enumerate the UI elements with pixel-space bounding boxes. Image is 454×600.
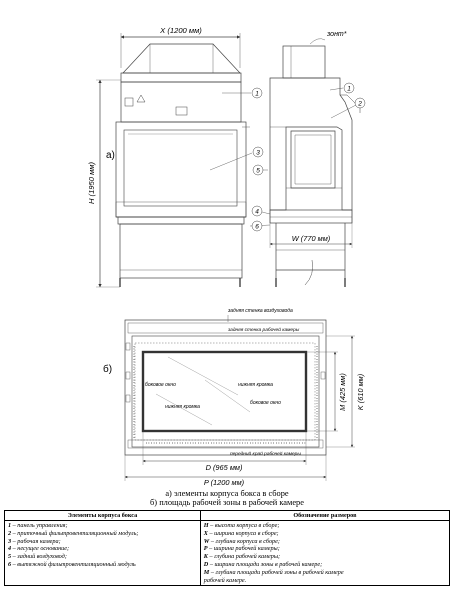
umbrella-label: зонт* — [326, 31, 347, 38]
dim-k-label: K (610 мм) — [356, 373, 365, 410]
technical-drawing: X (1200 мм) H (1950 мм) а) — [87, 26, 366, 487]
element-item: 5 – задний воздуховод; — [8, 553, 197, 561]
dimension-text: – высота корпуса в сборе; — [208, 522, 280, 529]
label-a: а) — [106, 150, 115, 161]
label-b: б) — [103, 363, 112, 375]
element-key: 4 — [8, 545, 12, 553]
dimension-key: X — [203, 529, 208, 537]
callout-1-side: 1 — [347, 86, 351, 93]
element-text: – несущее основание; — [11, 545, 70, 553]
callout-3: 3 — [256, 150, 260, 157]
element-text: – вытяжной фильтровентиляционный модуль — [11, 560, 136, 568]
caption-line-1: а) элементы корпуса бокса в сборе — [165, 489, 289, 498]
legend-dimensions-cell: H – высота корпуса в сборе;X – ширина ко… — [199, 519, 451, 587]
side-window-left-label: боковое окно — [145, 382, 176, 388]
element-item: 1 – панель управления; — [8, 522, 197, 530]
legend-body-row: 1 – панель управления;2 – приточный филь… — [4, 519, 451, 587]
dim-p-label: P (1200 мм) — [204, 478, 245, 487]
dimension-text: рабочей камере. — [203, 576, 247, 584]
callout-2: 2 — [357, 101, 362, 108]
dimension-item: H – высота корпуса в сборе; — [204, 522, 446, 530]
dimension-text: – глубина корпуса в сборе; — [209, 537, 280, 545]
element-key: 2 — [8, 529, 12, 537]
element-text: – приточный фильтровентиляционный модуль… — [11, 529, 139, 537]
callout-4: 4 — [255, 209, 259, 216]
dimension-key: H — [203, 522, 209, 529]
callout-1-front: 1 — [255, 91, 259, 98]
dimension-text: – ширина корпуса в сборе; — [207, 529, 279, 537]
side-window-right-label: боковое окно — [250, 400, 281, 406]
dimension-item: D – ширина площади зоны в рабочей камере… — [204, 561, 446, 569]
dim-d-label: D (965 мм) — [206, 463, 243, 472]
dim-x-label: X (1200 мм) — [159, 26, 202, 35]
legend-col1-header: Элементы корпуса бокса — [4, 510, 201, 521]
callout-5: 5 — [256, 168, 260, 175]
dimension-key: P — [203, 545, 208, 553]
legend-col2-header: Обозначение размеров — [199, 510, 451, 521]
element-key: 5 — [8, 553, 12, 561]
dimension-item: X – ширина корпуса в сборе; — [204, 530, 446, 538]
dimension-item: W – глубина корпуса в сборе; — [204, 538, 446, 546]
caption-line-2: б) площадь рабочей зоны в рабочей камере — [150, 498, 304, 507]
plan-view — [124, 319, 355, 481]
dimension-text: – глубина площади рабочей зоны в рабочей… — [209, 568, 344, 576]
legend-table: Элементы корпуса бокса Обозначение разме… — [4, 510, 451, 587]
legend-header-row: Элементы корпуса бокса Обозначение разме… — [4, 510, 451, 521]
element-item: 3 – рабочая камера; — [8, 538, 197, 546]
plan-labels: задняя стенка рабочей камеры боковое окн… — [145, 326, 301, 457]
side-window-left-text: боковое окно — [145, 382, 176, 388]
element-key: 1 — [8, 522, 12, 529]
front-edge-label: передний край рабочей камеры — [230, 450, 301, 457]
lower-edge-label: нижняя кромка — [165, 404, 200, 410]
dimension-key: K — [203, 553, 208, 561]
dimension-text: – ширина площади зоны в рабочей камере; — [208, 560, 323, 568]
element-key: 6 — [8, 560, 12, 568]
lower-edge-top-label: нижняя кромка — [238, 382, 273, 388]
dimension-key: M — [203, 568, 210, 576]
dimension-item: рабочей камере. — [204, 577, 446, 585]
dimension-item: M – глубина площади рабочей зоны в рабоч… — [204, 569, 446, 577]
element-item: 4 – несущее основание; — [8, 545, 197, 553]
dim-h-label: H (1950 мм) — [87, 162, 96, 205]
callout-6: 6 — [255, 224, 259, 231]
dimension-item: K – глубина рабочей камеры; — [204, 553, 446, 561]
work-back-wall-label: задняя стенка рабочей камеры — [227, 326, 300, 333]
front-view — [96, 33, 253, 288]
side-view — [249, 38, 361, 287]
dimension-item: P – ширина рабочей камеры; — [204, 545, 446, 553]
dimension-text: – глубина рабочей камеры; — [207, 553, 281, 561]
dimension-text: – ширина рабочей камеры; — [207, 545, 280, 553]
element-text: – рабочая камера; — [11, 537, 61, 545]
dim-w-label: W (770 мм) — [292, 234, 331, 243]
callouts: 1 1 2 3 5 4 6 — [251, 82, 366, 232]
hazard-sign — [136, 94, 146, 103]
element-text: – задний воздуховод; — [11, 553, 67, 561]
element-item: 2 – приточный фильтровентиляционный моду… — [8, 530, 197, 538]
element-key: 3 — [8, 537, 12, 545]
legend-elements-cell: 1 – панель управления;2 – приточный филь… — [4, 519, 201, 587]
dimension-key: W — [203, 537, 210, 545]
dimension-key: D — [203, 560, 209, 568]
element-item: 6 – вытяжной фильтровентиляционный модул… — [8, 561, 197, 569]
back-wall-label: задняя стенка воздуховода — [227, 308, 293, 314]
dim-m-label: M (425 мм) — [338, 373, 347, 411]
element-text: – панель управления; — [11, 522, 68, 529]
